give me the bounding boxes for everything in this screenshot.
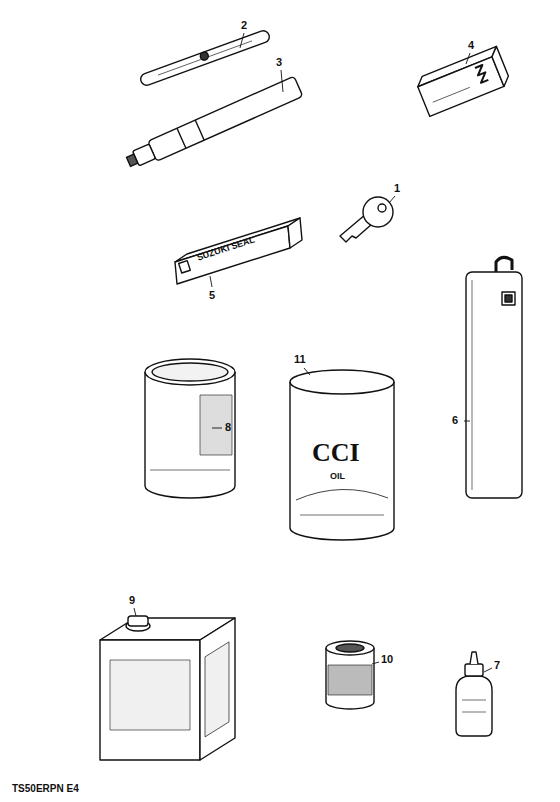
tube <box>124 76 303 172</box>
small-box <box>415 46 512 116</box>
paint-can <box>145 359 235 498</box>
leader-lines <box>134 33 492 672</box>
callout-number: 4 <box>468 40 474 51</box>
product-print: CCI <box>312 440 360 466</box>
product-print: SUZUKI SEAL <box>196 235 256 262</box>
drawing-code: TS50ERPN E4 <box>12 784 79 794</box>
key <box>340 197 393 242</box>
callout-number: 9 <box>129 595 135 606</box>
oil-can <box>290 370 394 540</box>
radio-unit <box>466 257 522 498</box>
oil-bottle <box>456 652 492 736</box>
callout-number: 3 <box>276 57 282 68</box>
callout-number: 10 <box>381 654 393 665</box>
callout-number: 6 <box>452 415 458 426</box>
callout-number: 7 <box>494 660 500 671</box>
product-print: OIL <box>330 472 345 481</box>
square-tin <box>100 616 235 760</box>
small-can <box>326 641 374 709</box>
callout-number: 11 <box>294 354 306 365</box>
tool-pen <box>139 29 271 87</box>
callout-number: 1 <box>394 183 400 194</box>
seal-box <box>175 218 302 284</box>
callout-number: 5 <box>209 290 215 301</box>
callout-number: 2 <box>241 20 247 31</box>
callout-number: 8 <box>225 422 231 433</box>
